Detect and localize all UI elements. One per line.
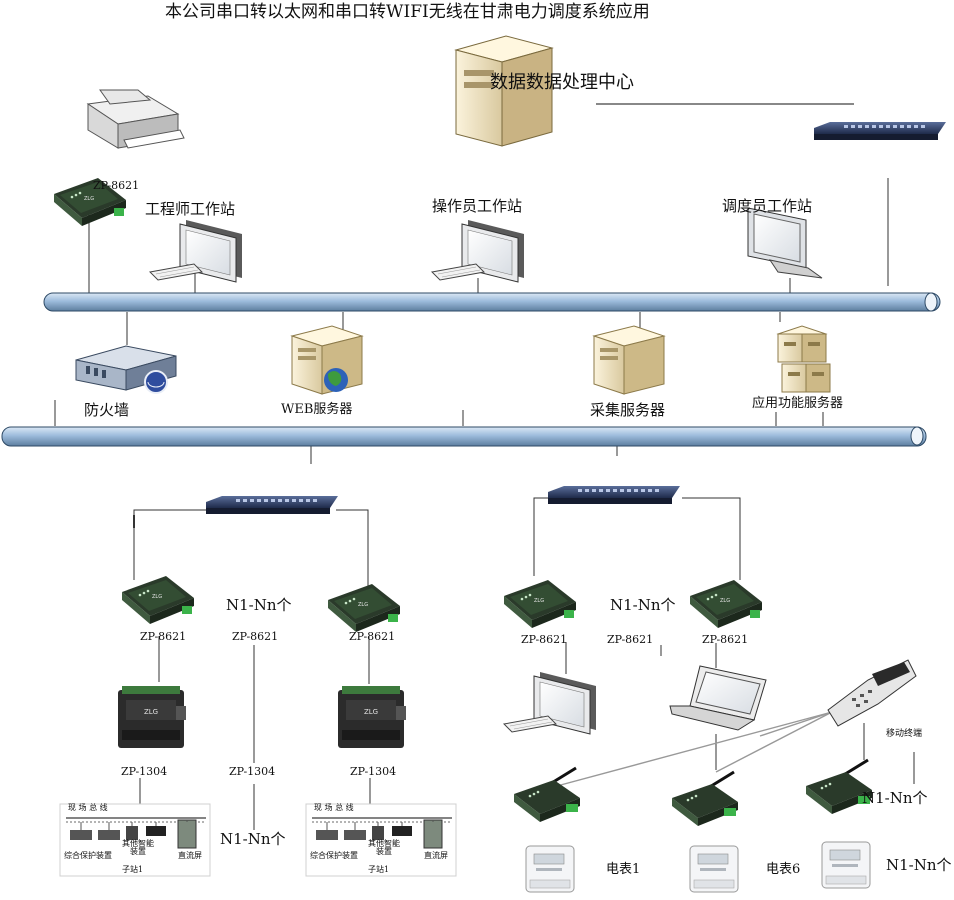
left-panel-dc-label: 直流屏 [178, 851, 202, 860]
meter-1-icon [525, 845, 575, 893]
left-zp1304-icon [118, 686, 186, 748]
firewall-icon [75, 345, 177, 394]
right-panel-dc-label: 直流屏 [424, 851, 448, 860]
core-switch-icon [814, 122, 946, 140]
wireless-count-label: N1-Nn个 [610, 596, 676, 614]
mobile-terminal-label: 移动终端 [886, 729, 923, 739]
right-zp8621-label: ZP-8621 [349, 630, 396, 643]
web-server-label: WEB服务器 [281, 402, 353, 417]
right-zp1304-label: ZP-1304 [350, 765, 397, 778]
dispatcher-workstation-icon [747, 207, 823, 279]
upper-backbone-bus [43, 292, 941, 312]
meter-1-label: 电表1 [606, 862, 641, 877]
wireless-links [541, 711, 833, 791]
printer-zp8621-label: ZP-8621 [93, 179, 140, 192]
laptop-icon [669, 665, 767, 731]
operator-workstation-icon [431, 219, 525, 283]
left-zp1304-label: ZP-1304 [121, 765, 168, 778]
right-panel-bus-label: 现 场 总 线 [314, 803, 354, 812]
right-panel-protect-label: 综合保护装置 [310, 851, 358, 860]
right-panel-substation-label: 子站1 [368, 865, 390, 874]
wireless-switch-icon [548, 486, 680, 504]
collect-server-label: 采集服务器 [590, 401, 666, 419]
connection-lines [54, 103, 915, 830]
left-zp8621-label: ZP-8621 [140, 630, 187, 643]
wireless-zp8621-left-icon [504, 580, 576, 628]
left-panel-smart-label: 其他智能装置 [122, 839, 154, 856]
meter-count-label-lower: N1-Nn个 [886, 856, 952, 874]
firewall-label: 防火墙 [84, 401, 130, 419]
left-zp8621-icon [122, 576, 194, 624]
wifi-module-1-icon [512, 766, 582, 824]
middle-zp8621-label: ZP-8621 [232, 630, 279, 643]
wireless-zp8621-right-icon [690, 580, 762, 628]
left-switch-icon [206, 496, 338, 514]
left-count-label: N1-Nn个 [226, 596, 292, 614]
web-server-icon [291, 325, 363, 395]
collect-server-icon [593, 325, 665, 395]
meter-n-icon [821, 841, 871, 889]
data-center-server-icon [454, 35, 554, 147]
wireless-zp8621-left-label: ZP-8621 [521, 633, 568, 646]
right-zp8621-icon [328, 584, 400, 632]
meter-count-label-upper: N1-Nn个 [862, 789, 928, 807]
diagram-title: 本公司串口转以太网和串口转WIFI无线在甘肃电力调度系统应用 [165, 2, 650, 22]
right-zp1304-icon [338, 686, 406, 748]
wifi-module-2-icon [670, 770, 740, 828]
app-server-label: 应用功能服务器 [752, 396, 844, 411]
right-panel-smart-label: 其他智能装置 [368, 839, 400, 856]
operator-station-label: 操作员工作站 [432, 197, 523, 215]
wireless-zp8621-middle-label: ZP-8621 [607, 633, 654, 646]
lower-count-label: N1-Nn个 [220, 830, 286, 848]
wireless-zp8621-right-label: ZP-8621 [702, 633, 749, 646]
lower-backbone-bus [1, 426, 927, 447]
engineer-workstation-icon [149, 219, 243, 283]
meter-6-icon [689, 845, 739, 893]
meter-6-label: 电表6 [766, 862, 801, 877]
engineer-station-label: 工程师工作站 [145, 200, 236, 218]
left-panel-protect-label: 综合保护装置 [64, 851, 112, 860]
mobile-terminal-icon [827, 659, 917, 727]
client-pc-icon [503, 671, 597, 735]
dispatcher-station-label: 调度员工作站 [722, 197, 813, 215]
left-panel-substation-label: 子站1 [122, 865, 144, 874]
data-center-label: 数据数据处理中心 [490, 72, 634, 93]
printer-icon [86, 89, 185, 149]
app-server-icon [776, 325, 831, 393]
middle-zp1304-label: ZP-1304 [229, 765, 276, 778]
left-panel-bus-label: 现 场 总 线 [68, 803, 108, 812]
